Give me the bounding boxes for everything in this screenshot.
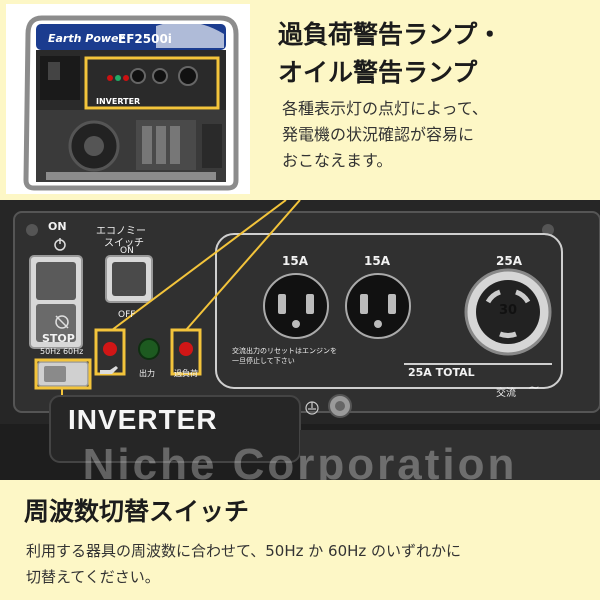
ac-wave-icon: ∼ xyxy=(528,380,540,396)
reset-note-line2: 一旦停止して下さい xyxy=(232,357,295,365)
control-panel-photo: ON STOP エコノミー スイッチ ON OFF 50Hz 60Hz 出力 過… xyxy=(0,200,600,500)
description-line-3: おこなえます。 xyxy=(282,151,393,170)
power-icon xyxy=(54,238,66,251)
description-line-1: 各種表示灯の点灯によって、 xyxy=(282,99,488,118)
eco-label-line2: スイッチ xyxy=(104,238,144,249)
description-line-2: 発電機の状況確認が容易に xyxy=(282,125,475,144)
reset-note-line1: 交流出力のリセットはエンジンを xyxy=(232,347,337,355)
footer-description-line-2: 切替えてください。 xyxy=(26,568,160,586)
twistlock-number: 30 xyxy=(499,303,518,318)
eco-label-line1: エコノミー xyxy=(96,226,146,237)
ground-terminal[interactable] xyxy=(328,394,352,418)
oil-can-icon xyxy=(100,366,118,374)
outlet-label-3: 25A xyxy=(496,254,522,268)
warning-lamp-description: 各種表示灯の点灯によって、 発電機の状況確認が容易に おこなえます。 xyxy=(282,96,488,174)
bottom-section: 周波数切替スイッチ 利用する器具の周波数に合わせて、50Hz か 60Hz のい… xyxy=(0,480,600,600)
outlet-15a-left[interactable] xyxy=(263,273,329,339)
generator-photo: Earth Power EF2500i INVERTER xyxy=(6,4,250,194)
ground-icon xyxy=(305,401,319,415)
frequency-switch[interactable] xyxy=(34,358,92,390)
frequency-label: 50Hz 60Hz xyxy=(40,347,84,356)
outlet-15a-right[interactable] xyxy=(345,273,411,339)
inverter-logo: INVERTER xyxy=(68,404,218,435)
title-line-1: 過負荷警告ランプ・ xyxy=(278,20,503,49)
stop-icon xyxy=(55,315,69,329)
ac-label: 交流 xyxy=(496,388,516,399)
outlet-label-1: 15A xyxy=(282,254,308,268)
photo-brand: Earth Power xyxy=(48,32,125,45)
eco-off-label: OFF xyxy=(118,310,136,320)
outlet-25a-twistlock[interactable] xyxy=(464,268,552,356)
photo-model: EF2500i xyxy=(118,32,172,46)
screw-icon xyxy=(26,224,38,236)
on-label: ON xyxy=(48,220,67,233)
oil-warning-lamp xyxy=(103,342,117,356)
overload-warning-lamp xyxy=(179,342,193,356)
output-label: 出力 xyxy=(139,369,155,378)
control-panel-graphic xyxy=(0,200,600,500)
title-line-2: オイル警告ランプ xyxy=(278,58,478,87)
footer-description-line-1: 利用する器具の周波数に合わせて、50Hz か 60Hz のいずれかに xyxy=(26,542,462,560)
top-section: Earth Power EF2500i INVERTER 過負荷警告ランプ・ オ… xyxy=(0,0,600,200)
output-lamp xyxy=(138,338,160,360)
warning-lamp-title: 過負荷警告ランプ・ オイル警告ランプ xyxy=(278,16,502,92)
stop-label: STOP xyxy=(42,332,75,345)
overload-label: 過負荷 xyxy=(174,369,198,378)
eco-on-label: ON xyxy=(120,246,134,256)
frequency-switch-title: 周波数切替スイッチ xyxy=(24,497,250,526)
economy-switch[interactable] xyxy=(105,255,153,303)
total-label: 25A TOTAL xyxy=(408,366,475,379)
screw-icon xyxy=(542,224,554,236)
outlet-label-2: 15A xyxy=(364,254,390,268)
frequency-switch-description: 利用する器具の周波数に合わせて、50Hz か 60Hz のいずれかに 切替えてく… xyxy=(26,538,461,590)
photo-inverter: INVERTER xyxy=(96,97,140,106)
